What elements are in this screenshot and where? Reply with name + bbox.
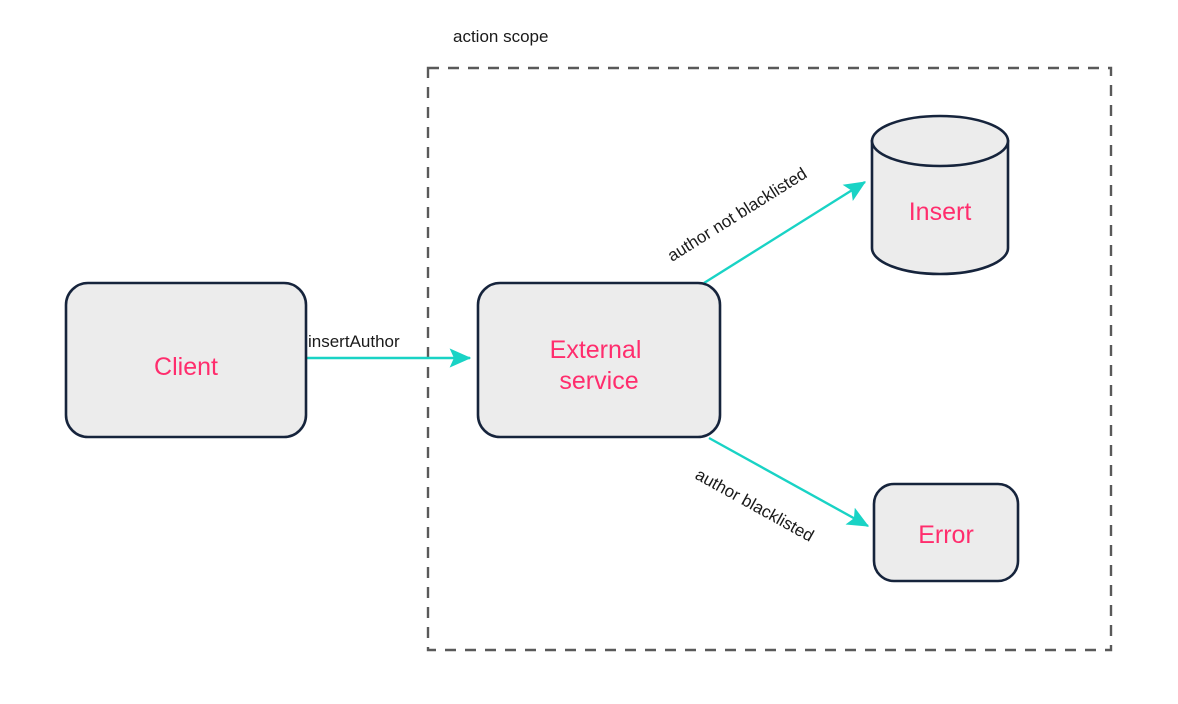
edge-line (703, 180, 867, 285)
node-insert-top-ellipse (870, 114, 1010, 168)
node-external-service-label-line2: service (559, 367, 638, 395)
node-error-shape (872, 482, 1020, 583)
node-error[interactable]: Error (872, 482, 1020, 583)
node-client[interactable]: Client (64, 281, 308, 439)
node-external-service-shape (476, 281, 722, 439)
action-scope-group: action scope (426, 27, 1113, 652)
node-external-service[interactable]: External service (476, 281, 722, 439)
node-insert[interactable]: Insert (870, 114, 1010, 276)
node-error-label: Error (918, 521, 974, 549)
edge-client-to-external-service: insertAuthor (307, 332, 472, 368)
node-external-service-label-line1: External (550, 336, 642, 364)
action-scope-label: action scope (453, 27, 548, 46)
action-scope-boundary (426, 66, 1113, 652)
edge-label-insert-author: insertAuthor (308, 332, 400, 351)
edge-external-service-to-error: author blacklisted (692, 436, 870, 546)
node-client-label: Client (154, 353, 218, 381)
node-client-shape (64, 281, 308, 439)
edge-label-author-not-blacklisted: author not blacklisted (664, 164, 810, 265)
node-insert-label: Insert (909, 198, 972, 226)
node-insert-shape (870, 139, 1010, 276)
node-external-service-label: External service (550, 336, 649, 395)
edge-external-service-to-insert: author not blacklisted (664, 164, 867, 285)
edge-line (708, 436, 870, 528)
edge-label-author-blacklisted: author blacklisted (692, 465, 817, 546)
